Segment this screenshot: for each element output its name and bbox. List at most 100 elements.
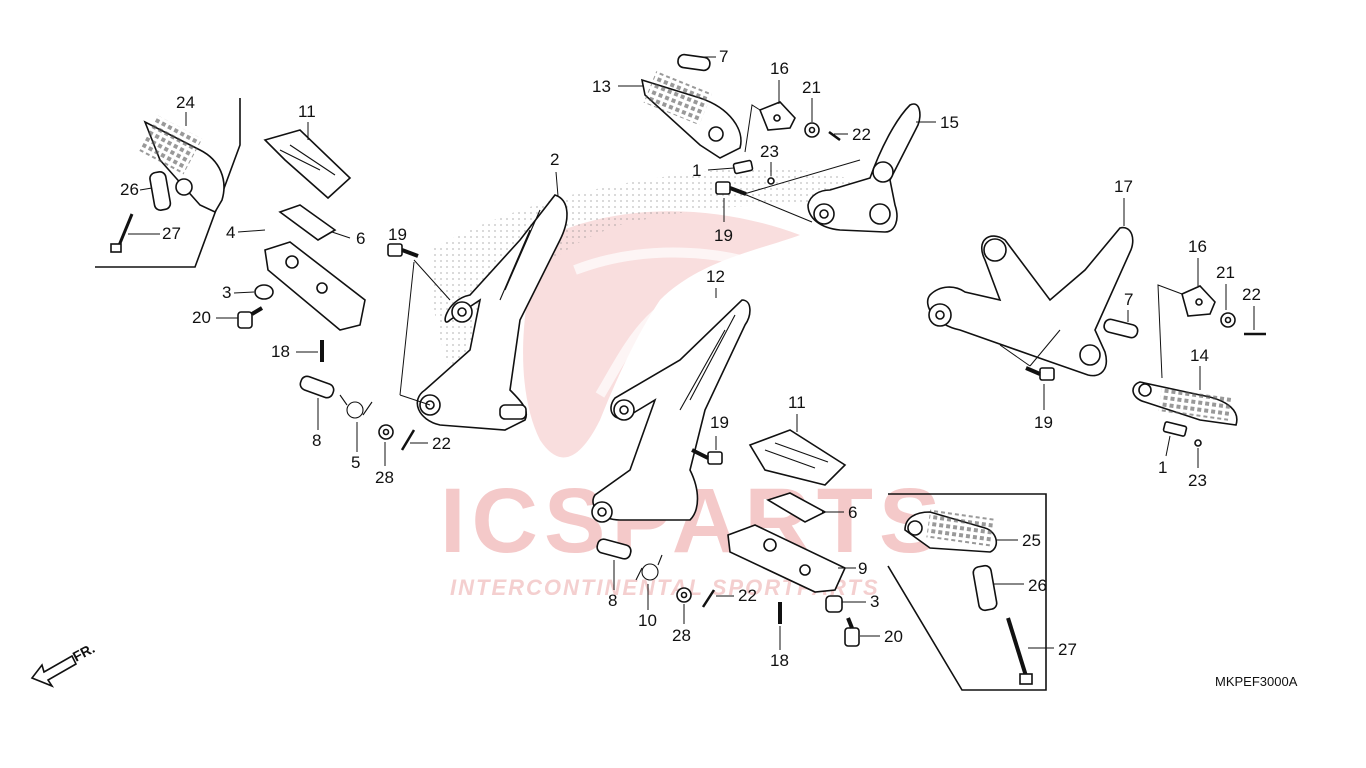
callout-c14: 14 bbox=[1190, 346, 1209, 390]
callout-label: 23 bbox=[760, 142, 779, 161]
callout-c22c: 22 bbox=[716, 586, 757, 605]
callout-label: 5 bbox=[351, 453, 360, 472]
callout-label: 1 bbox=[692, 161, 701, 180]
callout-leader-line bbox=[1165, 435, 1171, 457]
callout-label: 10 bbox=[638, 611, 657, 630]
callout-label: 2 bbox=[550, 150, 559, 169]
callout-c24a: 24 bbox=[176, 93, 195, 126]
cotter-pin-22a bbox=[400, 429, 416, 451]
bolt-19b bbox=[715, 181, 747, 196]
bolt-27b bbox=[1006, 617, 1033, 685]
ball-23a bbox=[767, 177, 775, 185]
diagram-code: MKPEF3000A bbox=[1215, 674, 1298, 689]
washer-21a bbox=[804, 122, 820, 138]
footpeg-bracket-17 bbox=[926, 226, 1134, 377]
callout-c27b: 27 bbox=[1028, 640, 1077, 659]
cotter-pin-22b bbox=[828, 130, 841, 142]
callout-c16b: 16 bbox=[1188, 237, 1207, 286]
inset-box-bottom-right bbox=[887, 493, 1047, 691]
footpeg-rubber-11b bbox=[748, 429, 847, 486]
callout-c2: 2 bbox=[550, 150, 559, 197]
callout-c16a: 16 bbox=[770, 59, 789, 104]
callout-label: 19 bbox=[710, 413, 729, 432]
callout-c21a: 21 bbox=[802, 78, 821, 122]
callout-label: 26 bbox=[120, 180, 139, 199]
callout-c10: 10 bbox=[638, 584, 657, 630]
clip-16a bbox=[758, 101, 796, 131]
callout-c5: 5 bbox=[351, 422, 360, 472]
callout-label: 7 bbox=[1124, 290, 1133, 309]
callout-label: 21 bbox=[802, 78, 821, 97]
callout-label: 6 bbox=[848, 503, 857, 522]
callout-c22a: 22 bbox=[410, 434, 451, 453]
callout-c27a: 27 bbox=[128, 224, 181, 243]
footpeg-bracket-9 bbox=[727, 524, 847, 593]
callout-layer: 24 26 27 11 6 4 3 20 18 8 5 28 22 19 2 13 7 16 21 22 15 1 23 19… bbox=[120, 47, 1261, 670]
footpeg-25 bbox=[904, 509, 998, 553]
footpeg-13 bbox=[640, 71, 742, 159]
callout-label: 19 bbox=[714, 226, 733, 245]
callout-c11a: 11 bbox=[298, 102, 316, 140]
callout-label: 7 bbox=[719, 47, 728, 66]
footpeg-bracket-4 bbox=[264, 241, 366, 331]
callout-c18b: 18 bbox=[770, 626, 789, 670]
callout-c25: 25 bbox=[996, 531, 1041, 550]
callout-c28a: 28 bbox=[375, 442, 394, 487]
spring-10 bbox=[635, 554, 663, 581]
callout-c22d: 22 bbox=[1242, 285, 1261, 330]
callout-label: 11 bbox=[788, 393, 806, 412]
bolt-27a bbox=[110, 213, 134, 253]
footpeg-rubber-11a bbox=[263, 129, 352, 200]
callout-label: 6 bbox=[356, 229, 365, 248]
callout-label: 24 bbox=[176, 93, 195, 112]
bolt-19c bbox=[691, 448, 723, 465]
bolt-19d bbox=[1025, 366, 1055, 381]
callout-c8a: 8 bbox=[312, 398, 321, 450]
front-arrow-icon bbox=[30, 654, 78, 688]
callout-label: 18 bbox=[770, 651, 789, 670]
callout-label: 26 bbox=[1028, 576, 1047, 595]
callout-c7b: 7 bbox=[1124, 290, 1133, 322]
watermark: ICSPARTS INTERCONTINENTAL SPORTPARTS bbox=[440, 211, 940, 600]
pin-8b bbox=[596, 538, 632, 560]
callout-leader-line bbox=[555, 171, 559, 197]
pin-7b bbox=[1103, 318, 1139, 339]
cotter-pin-22c bbox=[701, 589, 716, 608]
callout-c8b: 8 bbox=[608, 560, 617, 610]
callout-label: 28 bbox=[375, 468, 394, 487]
pin-8a bbox=[299, 375, 335, 399]
callout-c20b: 20 bbox=[860, 627, 903, 646]
footpeg-bracket-2 bbox=[416, 194, 568, 431]
callout-label: 3 bbox=[222, 283, 231, 302]
callout-label: 16 bbox=[770, 59, 789, 78]
callout-label: 3 bbox=[870, 592, 879, 611]
watermark-wing-logo bbox=[523, 211, 800, 458]
callout-label: 22 bbox=[432, 434, 451, 453]
clip-16b bbox=[1181, 285, 1216, 317]
footpeg-14 bbox=[1132, 381, 1238, 426]
bolt-1a bbox=[732, 159, 754, 175]
callout-label: 22 bbox=[738, 586, 757, 605]
bolt-19a bbox=[387, 243, 419, 258]
callout-c15: 15 bbox=[916, 113, 959, 132]
callout-c13: 13 bbox=[592, 77, 644, 96]
callout-label: 28 bbox=[672, 626, 691, 645]
callout-c26a: 26 bbox=[120, 180, 153, 199]
callout-c6a: 6 bbox=[331, 229, 365, 248]
pin-7a bbox=[677, 53, 711, 72]
callout-label: 14 bbox=[1190, 346, 1209, 365]
collar-26a bbox=[149, 171, 172, 211]
callout-c26b: 26 bbox=[994, 576, 1047, 595]
callout-c9: 9 bbox=[838, 559, 867, 578]
callout-label: 27 bbox=[1058, 640, 1077, 659]
spring-5 bbox=[339, 394, 373, 419]
callout-c4: 4 bbox=[226, 223, 266, 242]
callout-label: 18 bbox=[271, 342, 290, 361]
callout-c22b: 22 bbox=[834, 125, 871, 144]
callout-leader-line bbox=[233, 291, 255, 294]
callout-c23b: 23 bbox=[1188, 448, 1207, 490]
callout-c23a: 23 bbox=[760, 142, 779, 176]
callout-c1a: 1 bbox=[692, 161, 735, 180]
front-direction-marker: FR. bbox=[30, 640, 97, 688]
